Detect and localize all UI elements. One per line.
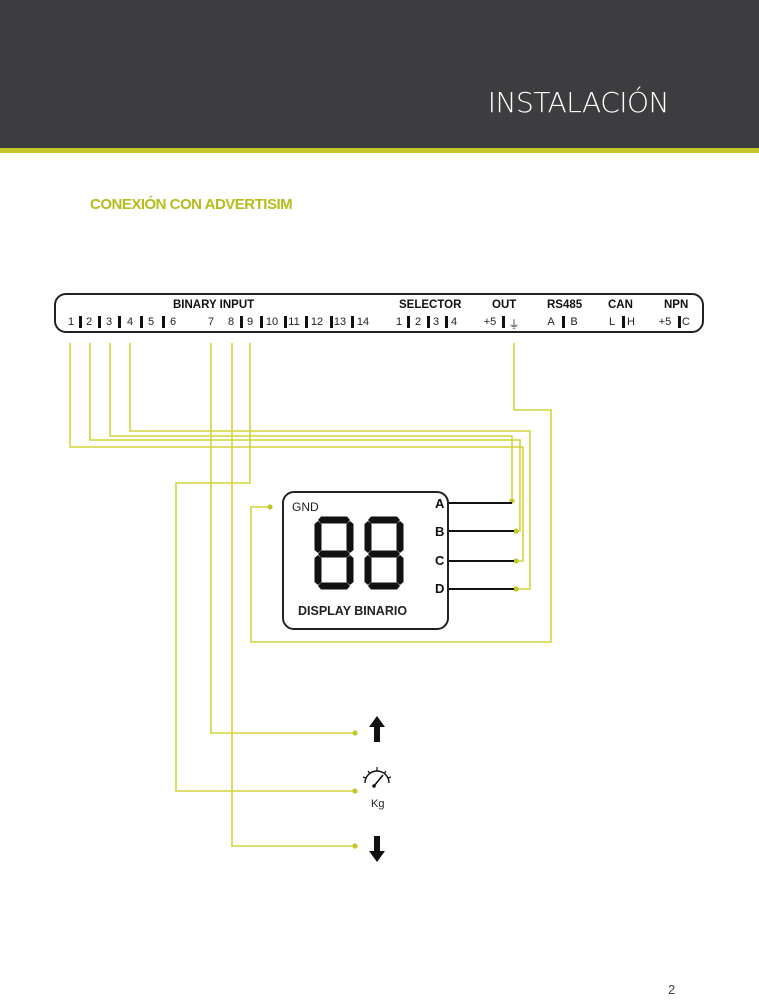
pin-separator bbox=[140, 316, 143, 328]
pin-separator bbox=[240, 316, 243, 328]
display-input-a: A bbox=[435, 496, 445, 511]
section-title: CONEXIÓN CON ADVERTISIM bbox=[90, 196, 293, 213]
arrow-down-icon bbox=[369, 836, 385, 862]
connector-pin: H bbox=[627, 316, 635, 328]
wire-pin8-to-down bbox=[231, 343, 355, 847]
display-segment bbox=[364, 521, 372, 553]
display-segment bbox=[318, 516, 350, 524]
connector-pin: 12 bbox=[310, 316, 324, 328]
connector-pin: 4 bbox=[450, 316, 458, 328]
connector-pin: A bbox=[547, 316, 555, 328]
display-input-c: C bbox=[435, 553, 445, 568]
display-input-d: D bbox=[435, 581, 445, 596]
pin-separator bbox=[305, 316, 308, 328]
connector-pin: C bbox=[682, 316, 690, 328]
display-input-b: B bbox=[435, 524, 445, 539]
connector-pin: 5 bbox=[147, 316, 155, 328]
display-segment bbox=[346, 521, 354, 553]
pin-separator bbox=[118, 316, 121, 328]
connector-pin: 9 bbox=[246, 316, 254, 328]
wire-pin4-to-d bbox=[129, 343, 531, 590]
pin-separator bbox=[79, 316, 82, 328]
wire-pin2-to-b bbox=[89, 343, 521, 532]
display-segment bbox=[364, 555, 372, 585]
connector-pin: 1 bbox=[395, 316, 403, 328]
header-accent-stripe bbox=[0, 148, 759, 153]
connector-pin: 1 bbox=[67, 316, 75, 328]
connector-pin: 3 bbox=[105, 316, 113, 328]
display-segment bbox=[368, 516, 400, 524]
wire-pin3-to-a bbox=[109, 343, 513, 501]
pin-separator bbox=[407, 316, 410, 328]
pin-separator bbox=[98, 316, 101, 328]
connector-pin: 2 bbox=[85, 316, 93, 328]
page-number: 2 bbox=[668, 982, 676, 997]
group-out: OUT bbox=[492, 299, 517, 311]
display-digits bbox=[314, 516, 404, 590]
pin-separator bbox=[162, 316, 165, 328]
pin-separator bbox=[562, 316, 565, 328]
display-segment bbox=[396, 555, 404, 585]
pin-separator bbox=[622, 316, 625, 328]
connector-pin: 14 bbox=[356, 316, 370, 328]
wire-gnd bbox=[250, 343, 552, 643]
connector-pin: ⏚ bbox=[508, 319, 520, 331]
pin-separator bbox=[351, 316, 354, 328]
display-segment bbox=[396, 521, 404, 553]
display-segment bbox=[346, 555, 354, 585]
connector-pin: 6 bbox=[169, 316, 177, 328]
group-binary-input: BINARY INPUT bbox=[173, 299, 255, 311]
kg-label: Kg bbox=[371, 798, 385, 810]
connector-pin: 2 bbox=[414, 316, 422, 328]
connector-pin: 13 bbox=[333, 316, 347, 328]
display-segment bbox=[318, 550, 350, 558]
connector-pin: +5 bbox=[483, 316, 497, 328]
connector-pin: 4 bbox=[126, 316, 134, 328]
connector-pin: 8 bbox=[227, 316, 235, 328]
pin-separator bbox=[678, 316, 681, 328]
display-segment bbox=[318, 582, 350, 590]
group-npn: NPN bbox=[664, 299, 689, 311]
display-segment bbox=[314, 555, 322, 585]
display-segment bbox=[368, 582, 400, 590]
group-rs485: RS485 bbox=[547, 299, 583, 311]
connector-pin: 7 bbox=[207, 316, 215, 328]
connector-pin: 10 bbox=[265, 316, 279, 328]
connector-pin: 3 bbox=[432, 316, 440, 328]
pin-separator bbox=[260, 316, 263, 328]
page-header bbox=[0, 0, 759, 148]
page-title: INSTALACIÓN bbox=[487, 86, 670, 119]
wire-pin1-to-c bbox=[69, 343, 524, 562]
wire-pin9-to-kg bbox=[175, 343, 355, 792]
binary-display bbox=[282, 491, 449, 630]
group-can: CAN bbox=[608, 299, 633, 311]
connector-block bbox=[54, 293, 704, 333]
connector-pin: L bbox=[608, 316, 616, 328]
connector-pin: B bbox=[570, 316, 578, 328]
pin-separator bbox=[427, 316, 430, 328]
wire-pin7-to-up bbox=[210, 343, 355, 734]
scale-gauge-icon bbox=[362, 767, 392, 788]
pin-separator bbox=[445, 316, 448, 328]
group-selector: SELECTOR bbox=[399, 299, 462, 311]
pin-separator bbox=[330, 316, 333, 328]
display-segment bbox=[368, 550, 400, 558]
display-label: DISPLAY BINARIO bbox=[298, 604, 408, 618]
display-gnd-label: GND bbox=[292, 500, 319, 514]
connector-pin: +5 bbox=[658, 316, 672, 328]
arrow-up-icon bbox=[369, 716, 385, 742]
connector-pin: 11 bbox=[288, 316, 300, 328]
pin-separator bbox=[284, 316, 287, 328]
pin-separator bbox=[502, 316, 505, 328]
display-segment bbox=[314, 521, 322, 553]
